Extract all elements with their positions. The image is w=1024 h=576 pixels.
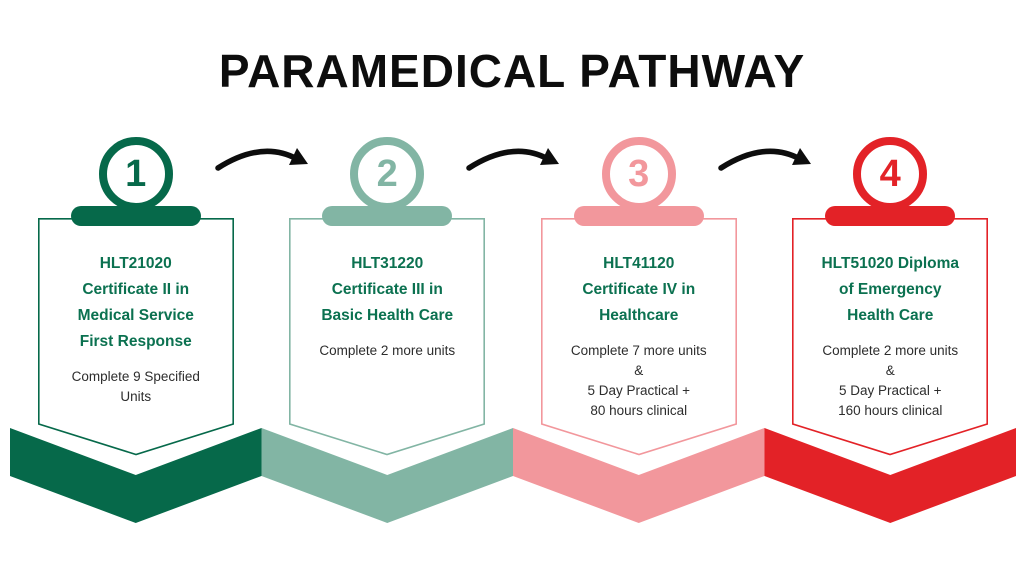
chevron-segment xyxy=(513,428,765,523)
banner-card-outline xyxy=(289,218,486,456)
course-title: HLT51020 Diploma of Emergency Health Car… xyxy=(821,255,960,324)
step-number-badge: 1 xyxy=(98,137,173,211)
step-number: 2 xyxy=(376,153,398,195)
pathway-step: 1 HLT21020 Certificate II in Medical Ser… xyxy=(10,0,262,576)
chevron-segment xyxy=(764,428,1016,523)
course-requirements: Complete 2 more units & 5 Day Practical … xyxy=(822,343,959,418)
course-requirements: Complete 7 more units & 5 Day Practical … xyxy=(570,343,707,418)
card-text: HLT41120 Certificate IV in Healthcare Co… xyxy=(541,251,737,421)
card-text: HLT31220 Certificate III in Basic Health… xyxy=(289,251,485,361)
card-clamp-bar xyxy=(322,206,453,226)
step-number: 1 xyxy=(125,153,147,195)
course-requirements: Complete 2 more units xyxy=(319,343,456,358)
pathway-step: 2 HLT31220 Certificate III in Basic Heal… xyxy=(262,0,514,576)
course-requirements: Complete 9 Specified Units xyxy=(71,369,200,404)
banner-card xyxy=(289,218,486,456)
curved-arrow-icon xyxy=(214,148,308,171)
curved-arrow-icon xyxy=(717,148,811,171)
banner-card xyxy=(792,218,989,456)
card-clamp-bar xyxy=(70,206,201,226)
step-number-badge: 3 xyxy=(601,137,676,211)
course-title: HLT41120 Certificate IV in Healthcare xyxy=(582,255,696,324)
card-text: HLT21020 Certificate II in Medical Servi… xyxy=(38,251,234,407)
banner-card-outline xyxy=(792,218,989,456)
step-number: 4 xyxy=(879,153,901,195)
chevron-segment xyxy=(10,428,262,523)
chevron-segment xyxy=(261,428,513,523)
step-number-badge: 4 xyxy=(853,137,928,211)
page-title: PARAMEDICAL PATHWAY xyxy=(218,45,806,97)
course-title: HLT31220 Certificate III in Basic Health… xyxy=(321,255,454,324)
course-title: HLT21020 Certificate II in Medical Servi… xyxy=(77,255,194,350)
step-number-badge: 2 xyxy=(350,137,425,211)
pathway-step: 4 HLT51020 Diploma of Emergency Health C… xyxy=(765,0,1017,576)
card-clamp-bar xyxy=(825,206,956,226)
card-text: HLT51020 Diploma of Emergency Health Car… xyxy=(792,251,988,421)
pathway-step: 3 HLT41120 Certificate IV in Healthcare … xyxy=(513,0,765,576)
curved-arrow-icon xyxy=(466,148,559,171)
step-number: 3 xyxy=(628,153,650,195)
card-clamp-bar xyxy=(573,206,704,226)
